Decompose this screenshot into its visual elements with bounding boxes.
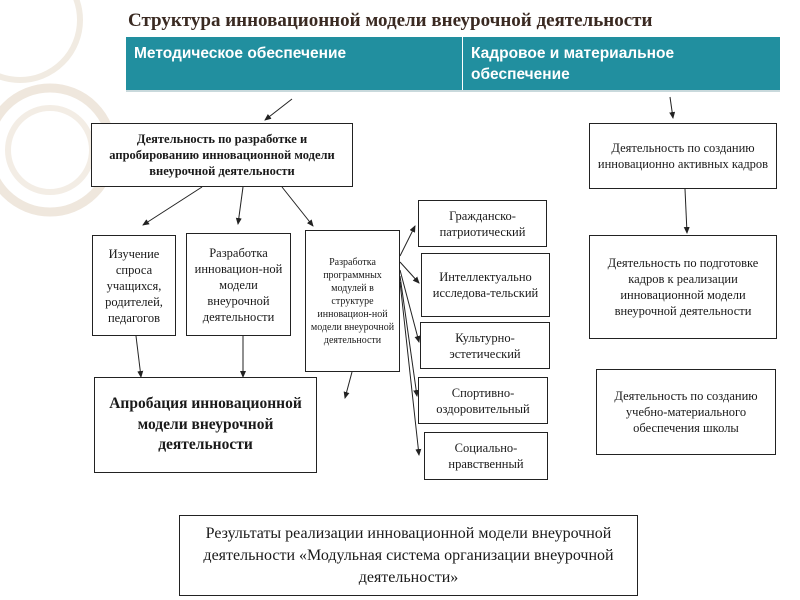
arrow-development-to-modules-dev bbox=[281, 186, 314, 227]
arrow-staff-creation-to-training bbox=[683, 188, 690, 234]
results-box: Результаты реализации инновационной моде… bbox=[179, 515, 638, 596]
page-title: Структура инновационной модели внеурочно… bbox=[128, 10, 653, 31]
approbation-box: Апробация инновационной модели внеурочно… bbox=[94, 377, 317, 473]
arrow-modules-to-intellectual bbox=[399, 261, 420, 284]
modules-development-box: Разработка программных модулей в структу… bbox=[305, 230, 400, 372]
direction-civic-patriotic: Гражданско-патриотический bbox=[418, 200, 547, 247]
arrow-header-to-development bbox=[264, 98, 293, 121]
arrow-header-to-staff-creation bbox=[669, 96, 676, 119]
arrow-development-to-study bbox=[142, 186, 203, 226]
direction-social-moral: Социально-нравственный bbox=[424, 432, 548, 480]
direction-cultural-aesthetic: Культурно-эстетический bbox=[420, 322, 550, 369]
arrow-modules-to-sports bbox=[399, 275, 420, 397]
model-development-box: Разработка инновацион-ной модели внеуроч… bbox=[186, 233, 291, 336]
staff-creation-box: Деятельность по созданию инновационно ак… bbox=[589, 123, 777, 189]
material-base-box: Деятельность по созданию учебно-материал… bbox=[596, 369, 776, 455]
header-staff-material-support: Кадровое и материальное обеспечение bbox=[463, 37, 780, 90]
development-activity-box: Деятельность по разработке и апробирован… bbox=[91, 123, 353, 187]
header-divider bbox=[126, 90, 780, 92]
header-methodical-support: Методическое обеспечение bbox=[126, 37, 462, 90]
arrow-development-to-model-dev bbox=[235, 186, 244, 225]
arrow-study-to-approbation bbox=[135, 335, 144, 378]
direction-intellectual-research: Интеллектуально исследова-тельский bbox=[421, 253, 550, 317]
demand-study-box: Изучение спроса учащихся, родителей, пед… bbox=[92, 235, 176, 336]
arrow-modules-dev-to-approbation bbox=[343, 371, 353, 399]
direction-sports-health: Спортивно-оздоровительный bbox=[418, 377, 548, 424]
arrow-modules-to-cultural bbox=[399, 269, 421, 343]
arrow-modules-to-civic bbox=[399, 225, 416, 257]
arrow-modules-to-social bbox=[399, 281, 422, 456]
staff-training-box: Деятельность по подготовке кадров к реал… bbox=[589, 235, 777, 339]
